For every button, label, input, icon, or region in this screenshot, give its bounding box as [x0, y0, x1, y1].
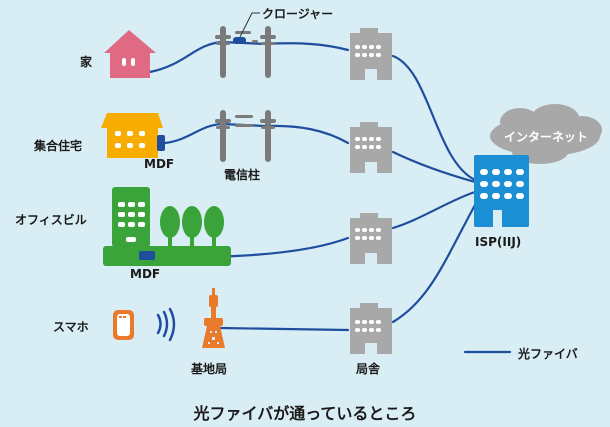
fiber-line-tower — [218, 326, 350, 332]
utility-pole-label: 電信柱 — [224, 168, 261, 182]
wireless-signal-icon — [156, 307, 176, 342]
mdf-box-apartment — [157, 135, 165, 151]
cell-tower-icon — [202, 288, 225, 348]
legend-fiber-label: 光ファイバ — [518, 347, 578, 361]
closure-pointer-line — [239, 12, 260, 38]
house-label: 家 — [80, 55, 93, 69]
fiber-line-station2-isp — [391, 150, 477, 184]
station-label: 局舎 — [356, 362, 381, 376]
apartment-label: 集合住宅 — [34, 139, 83, 153]
internet-cloud-icon — [490, 104, 602, 164]
closure-box — [233, 37, 246, 44]
utility-pole-icon — [215, 110, 276, 162]
office-mdf-label: MDF — [130, 267, 161, 281]
diagram-title: 光ファイバが通っているところ — [193, 404, 417, 423]
fiber-line-station4-isp — [391, 203, 477, 324]
internet-label: インターネット — [504, 130, 589, 144]
fiber-line-station3-isp — [391, 190, 477, 230]
office-building-icon — [103, 187, 231, 266]
tree-icon — [160, 206, 224, 248]
fiber-line-apartment — [163, 122, 350, 145]
isp-label: ISP(IIJ) — [475, 235, 522, 249]
utility-pole-icon — [215, 26, 276, 78]
house-icon — [104, 30, 156, 78]
isp-building-icon — [474, 155, 529, 227]
mdf-box-office — [139, 251, 155, 260]
station-building-icon — [350, 213, 392, 264]
closure-label: クロージャー — [262, 7, 334, 21]
station-building-icon — [350, 122, 392, 173]
fiber-line-house — [148, 40, 350, 74]
smartphone-label: スマホ — [53, 320, 89, 334]
fiber-line-station1-isp — [391, 54, 477, 182]
station-building-icon — [350, 28, 392, 80]
smartphone-icon — [113, 310, 134, 340]
station-building-icon — [350, 303, 392, 354]
cell-tower-label: 基地局 — [191, 362, 228, 376]
apartment-icon — [101, 113, 165, 158]
office-label: オフィスビル — [15, 213, 87, 227]
apartment-mdf-label: MDF — [144, 157, 175, 171]
